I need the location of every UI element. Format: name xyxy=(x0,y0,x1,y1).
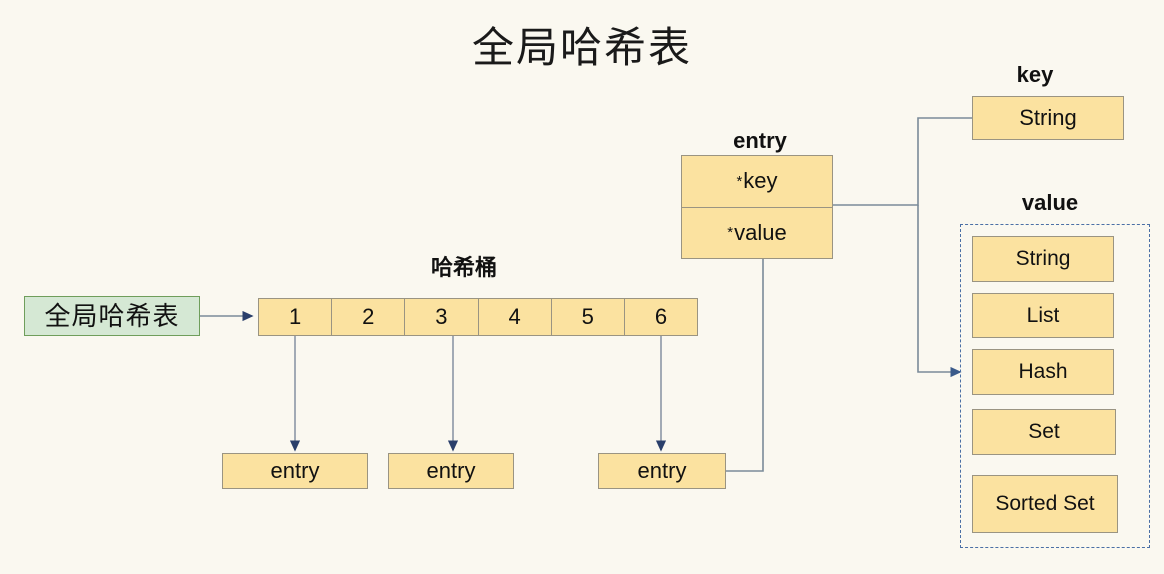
entry-field-key[interactable]: *key xyxy=(682,156,832,208)
entry-box-1-label: entry xyxy=(270,458,320,483)
bucket-cell-5[interactable]: 5 xyxy=(552,299,625,335)
entry-box-1[interactable]: entry xyxy=(222,453,368,489)
global-hash-table-label: 全局哈希表 xyxy=(44,301,180,331)
value-type-string[interactable]: String xyxy=(972,236,1114,282)
value-type-set-label: Set xyxy=(1028,420,1060,443)
connector-struct-to-value xyxy=(917,205,962,378)
entry-box-2-label: entry xyxy=(426,458,476,483)
key-type-string[interactable]: String xyxy=(972,96,1124,140)
key-type-string-label: String xyxy=(1019,105,1077,130)
bucket-cell-3[interactable]: 3 xyxy=(405,299,479,335)
entry-struct-label: entry xyxy=(733,128,787,153)
connector-entry3-to-struct xyxy=(726,259,764,472)
entry-box-3[interactable]: entry xyxy=(598,453,726,489)
value-type-list[interactable]: List xyxy=(972,293,1114,338)
value-type-hash[interactable]: Hash xyxy=(972,349,1114,395)
value-type-hash-label: Hash xyxy=(1018,360,1068,383)
connector-struct-to-key xyxy=(833,117,972,206)
bucket-cell-4[interactable]: 4 xyxy=(479,299,552,335)
hash-bucket-label: 哈希桶 xyxy=(430,255,497,280)
value-group-label: value xyxy=(1021,190,1079,215)
page-title: 全局哈希表 xyxy=(471,24,692,71)
entry-field-key-label: key xyxy=(743,168,778,194)
value-type-sorted-set-label: Sorted Set xyxy=(995,492,1095,515)
key-group-label: key xyxy=(1016,62,1054,87)
entry-field-value[interactable]: *value xyxy=(682,208,832,259)
entry-field-value-label: value xyxy=(734,219,787,245)
entry-struct-box: *key *value xyxy=(681,155,833,259)
bucket-cell-2[interactable]: 2 xyxy=(332,299,406,335)
value-pointer-star: * xyxy=(727,224,734,242)
entry-box-2[interactable]: entry xyxy=(388,453,514,489)
bucket-cell-1[interactable]: 1 xyxy=(259,299,333,335)
value-type-string-label: String xyxy=(1015,247,1071,270)
value-type-list-label: List xyxy=(1026,303,1060,327)
value-group-container xyxy=(960,224,1150,548)
entry-box-3-label: entry xyxy=(637,458,687,483)
value-type-sorted-set[interactable]: Sorted Set xyxy=(972,475,1118,533)
bucket-cell-6[interactable]: 6 xyxy=(654,304,668,329)
value-type-set[interactable]: Set xyxy=(972,409,1116,455)
key-pointer-star: * xyxy=(736,172,743,190)
hash-bucket-array: 1 2 3 4 5 6 xyxy=(258,298,698,336)
global-hash-table-box[interactable]: 全局哈希表 xyxy=(24,296,200,336)
